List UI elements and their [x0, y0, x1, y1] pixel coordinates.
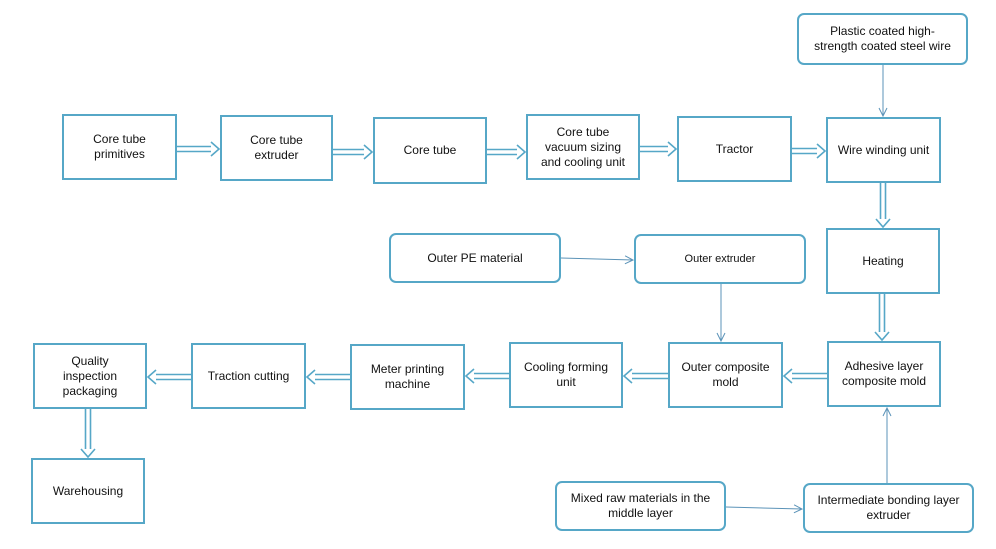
node-warehousing: Warehousing	[31, 458, 145, 524]
arrow-heating-to-adhesive	[874, 294, 890, 342]
arrow-tractor-to-winding	[792, 143, 827, 159]
node-label: Tractor	[715, 141, 754, 156]
node-label: Wire winding unit	[837, 142, 930, 157]
arrow-mixed-to-intermediate	[725, 507, 802, 509]
node-label: Plastic coated high-strength coated stee…	[814, 24, 951, 53]
node-label: Outer extruder	[684, 252, 756, 265]
node-label: Heating	[862, 253, 904, 268]
arrow-pe-material-to-outer-extruder	[560, 258, 633, 260]
node-label: Traction cutting	[207, 368, 290, 383]
node-label: Core tube	[403, 143, 457, 157]
arrow-core-tube-to-vacuum	[487, 144, 527, 160]
node-steel-wire: Plastic coated high-strength coated stee…	[797, 13, 968, 65]
arrow-winding-to-heating	[875, 183, 891, 229]
node-outer-pe-material: Outer PE material	[389, 233, 561, 283]
node-label: Outer PE material	[427, 250, 523, 265]
arrow-cooling-to-meter	[464, 368, 509, 384]
arrow-adhesive-to-outer-mold	[782, 368, 827, 384]
arrow-traction-to-quality	[146, 369, 191, 385]
node-outer-extruder: Outer extruder	[634, 234, 806, 284]
arrow-quality-to-warehousing	[80, 409, 96, 459]
arrow-vacuum-to-tractor	[640, 141, 678, 157]
arrow-outer-mold-to-cooling	[622, 368, 668, 384]
node-label: Warehousing	[52, 483, 124, 498]
arrow-extruder-to-core-tube	[333, 144, 374, 160]
node-heating: Heating	[826, 228, 940, 294]
node-traction-cutting: Traction cutting	[191, 343, 306, 409]
arrow-primitives-to-extruder	[177, 141, 221, 157]
arrow-meter-to-traction	[305, 369, 350, 385]
node-wire-winding-unit: Wire winding unit	[826, 117, 941, 183]
node-core-tube: Core tube	[373, 117, 487, 184]
node-tractor: Tractor	[677, 116, 792, 182]
